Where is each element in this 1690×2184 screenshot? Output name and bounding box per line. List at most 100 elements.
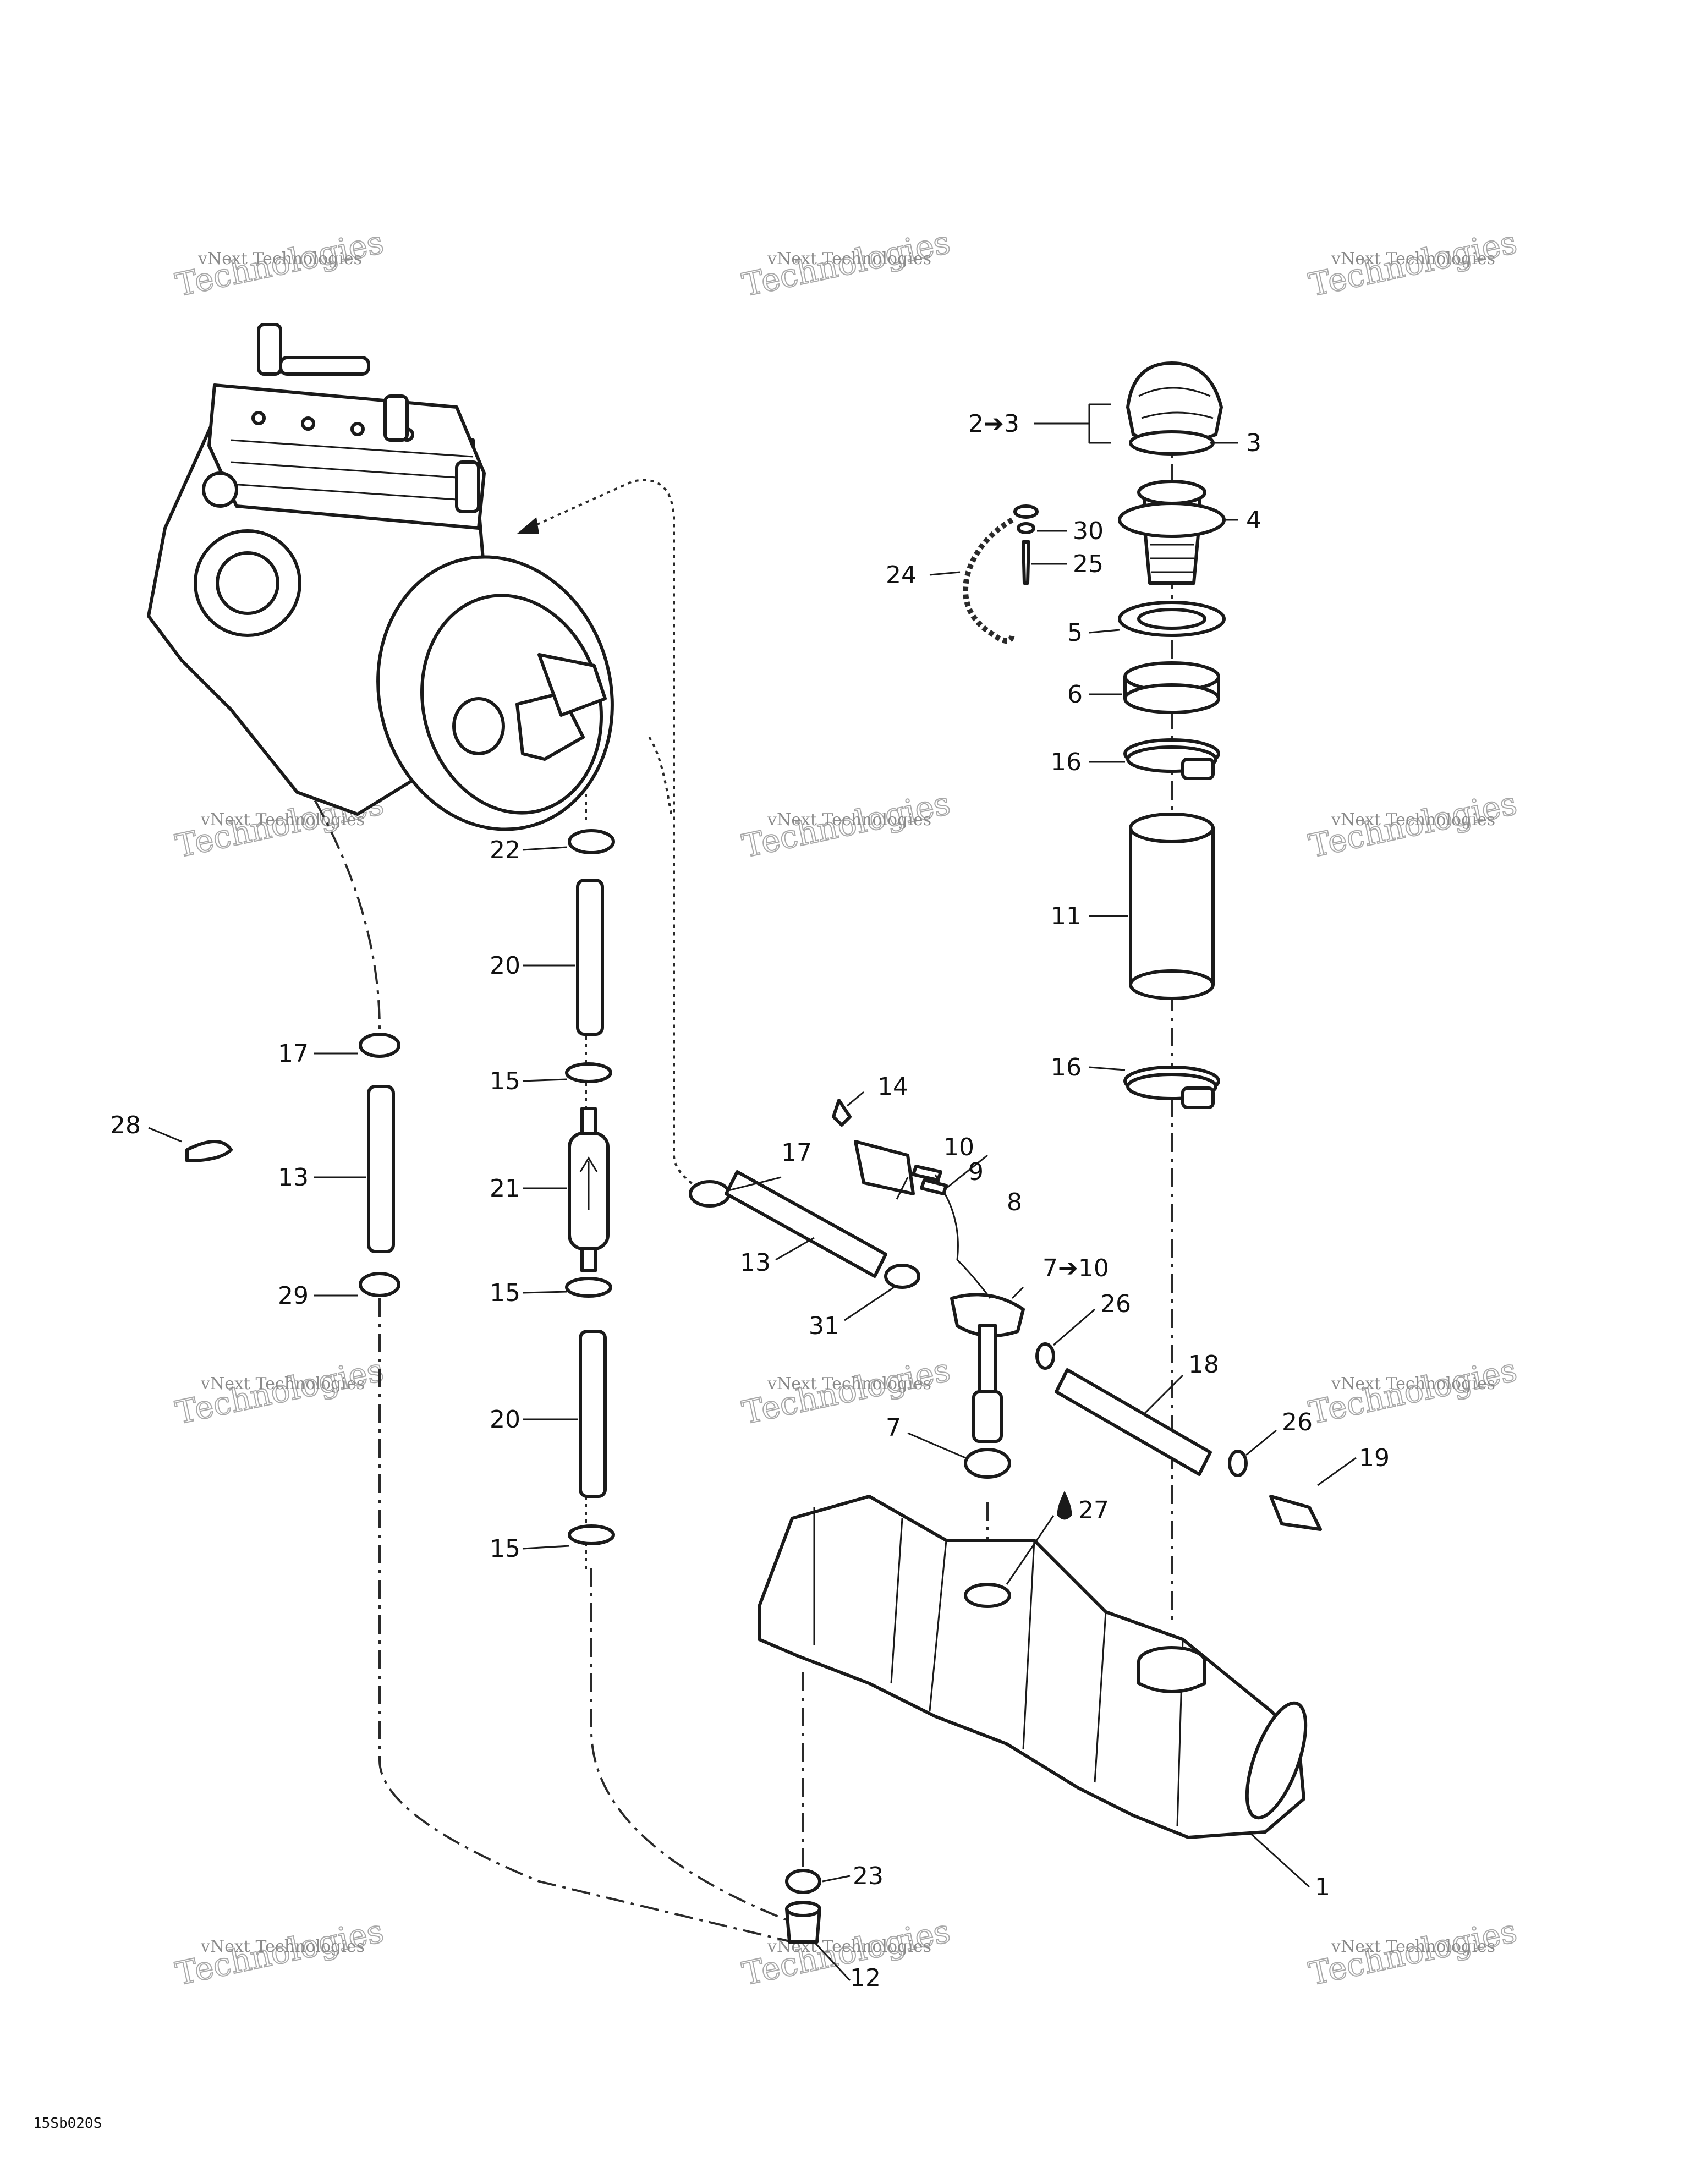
fitting-19: [1269, 1495, 1322, 1531]
tether-chain: [963, 517, 1015, 644]
fuel-filter-arrow-icon: [579, 1156, 598, 1210]
watermark-small: vNext Technologies: [1331, 1937, 1495, 1956]
callout-label: 21: [490, 1175, 520, 1203]
return-line: [522, 479, 700, 1189]
leader: [847, 1091, 864, 1107]
callout-label: 24: [886, 561, 917, 589]
watermark-small: vNext Technologies: [1331, 1374, 1495, 1393]
callout-label: 17: [781, 1139, 812, 1167]
water-fitting: [257, 323, 282, 376]
sealant-drop-icon: [1057, 1491, 1072, 1520]
grommet-23: [785, 1869, 821, 1894]
callout-label: 26: [1100, 1290, 1131, 1318]
filler-stack: [1034, 361, 1226, 1109]
watermark-small: vNext Technologies: [200, 1937, 365, 1956]
watermark-small: vNext Technologies: [767, 249, 931, 268]
callout-label: 31: [809, 1312, 839, 1340]
callout-label: 7➔10: [1042, 1254, 1109, 1282]
drawing-code: 15Sb020S: [33, 2115, 102, 2132]
valve-group: [689, 1099, 1322, 1531]
water-fitting: [279, 356, 370, 376]
neck-seal-inner: [1137, 608, 1206, 630]
cylinder-head: [207, 383, 486, 530]
callout-label: 23: [853, 1862, 884, 1890]
tank-end-face: [1245, 1701, 1308, 1820]
leader: [775, 1237, 815, 1261]
callout-label: 26: [1282, 1408, 1313, 1436]
callout-label: 22: [490, 836, 520, 864]
callout-label: 15: [490, 1535, 520, 1563]
left-hose-centerline: [296, 769, 793, 1943]
hose-clamp-screw: [1181, 758, 1215, 780]
watermark-small: vNext Technologies: [767, 810, 931, 830]
connection-lines: [296, 429, 1173, 1943]
tether-washer: [1013, 504, 1039, 519]
callout-label: 11: [1051, 902, 1082, 930]
leader: [726, 1176, 782, 1192]
water-fitting: [455, 460, 480, 513]
tank-filler-neck: [1137, 1661, 1206, 1693]
fuel-tank: [758, 1495, 1308, 1944]
callout-label: 13: [740, 1249, 771, 1277]
leader: [929, 571, 961, 576]
head-fins: [231, 439, 474, 502]
watermark-small: vNext Technologies: [197, 249, 362, 268]
hose-clamp-screw: [1181, 1086, 1215, 1109]
tether-rivet: [1022, 540, 1030, 585]
callout-label: 8: [1007, 1188, 1022, 1216]
watermark-small: vNext Technologies: [1331, 810, 1495, 830]
pickup-filter: [972, 1390, 1003, 1443]
water-fitting: [383, 394, 409, 442]
filler-cap-ribs: [1138, 387, 1214, 419]
hose-20-lower: [579, 1330, 607, 1498]
callout-label: 20: [490, 1406, 520, 1434]
callout-label: 5: [1067, 619, 1083, 647]
callout-label: 18: [1188, 1351, 1219, 1379]
callout-label: 17: [278, 1040, 309, 1068]
watermark-small: vNext Technologies: [200, 1374, 365, 1393]
leader: [907, 1432, 966, 1459]
magneto-port: [452, 697, 505, 755]
clamp-15: [568, 1524, 615, 1545]
neck-nut-bottom: [1123, 683, 1220, 714]
mount-bracket: [537, 653, 607, 717]
leader: [1089, 1066, 1126, 1071]
clamp-15: [565, 1277, 612, 1298]
clamp-22: [568, 829, 615, 854]
tank-pickup-port: [964, 1583, 1011, 1608]
callout-label: 14: [877, 1073, 908, 1101]
leader: [813, 1941, 851, 1982]
leader: [1317, 1457, 1357, 1486]
callout-label: 16: [1051, 748, 1082, 776]
fuel-filter-nipple: [580, 1107, 597, 1135]
watermark-small: vNext Technologies: [767, 1374, 931, 1393]
leader: [148, 1127, 182, 1143]
leader: [522, 1078, 567, 1082]
clamp-15: [565, 1062, 612, 1083]
callout-labels: 2➔3 3 4 30 25 24 5 6 16 11 16 22 20 15 2…: [110, 410, 1390, 1992]
clamp-17: [359, 1033, 400, 1058]
callout-label: 13: [278, 1164, 309, 1192]
filler-hose-top: [1129, 813, 1215, 843]
leader: [844, 1286, 895, 1321]
leader: [1053, 1308, 1095, 1346]
arrow-head-icon: [517, 517, 539, 534]
watermark-small: vNext Technologies: [200, 810, 365, 830]
clamp-17: [689, 1180, 731, 1208]
callout-label: 6: [1067, 681, 1083, 709]
callout-label: 27: [1078, 1496, 1109, 1524]
left-hose: [185, 1033, 400, 1297]
callout-label: 2➔3: [968, 410, 1019, 438]
filler-hose-bottom: [1129, 969, 1215, 1000]
head-bolt: [251, 411, 266, 425]
fuel-filter-nipple: [580, 1247, 597, 1272]
callout-label: 12: [850, 1964, 881, 1992]
engine-assembly: [147, 323, 614, 831]
hose-13-center: [725, 1170, 887, 1278]
callout-label: 16: [1051, 1053, 1082, 1082]
solenoid-10: [854, 1140, 915, 1195]
fuel-tank-ribs: [813, 1507, 1184, 1827]
callout-label: 15: [490, 1279, 520, 1307]
leader-lines: [148, 442, 1357, 1982]
cap-gasket: [1129, 430, 1215, 456]
